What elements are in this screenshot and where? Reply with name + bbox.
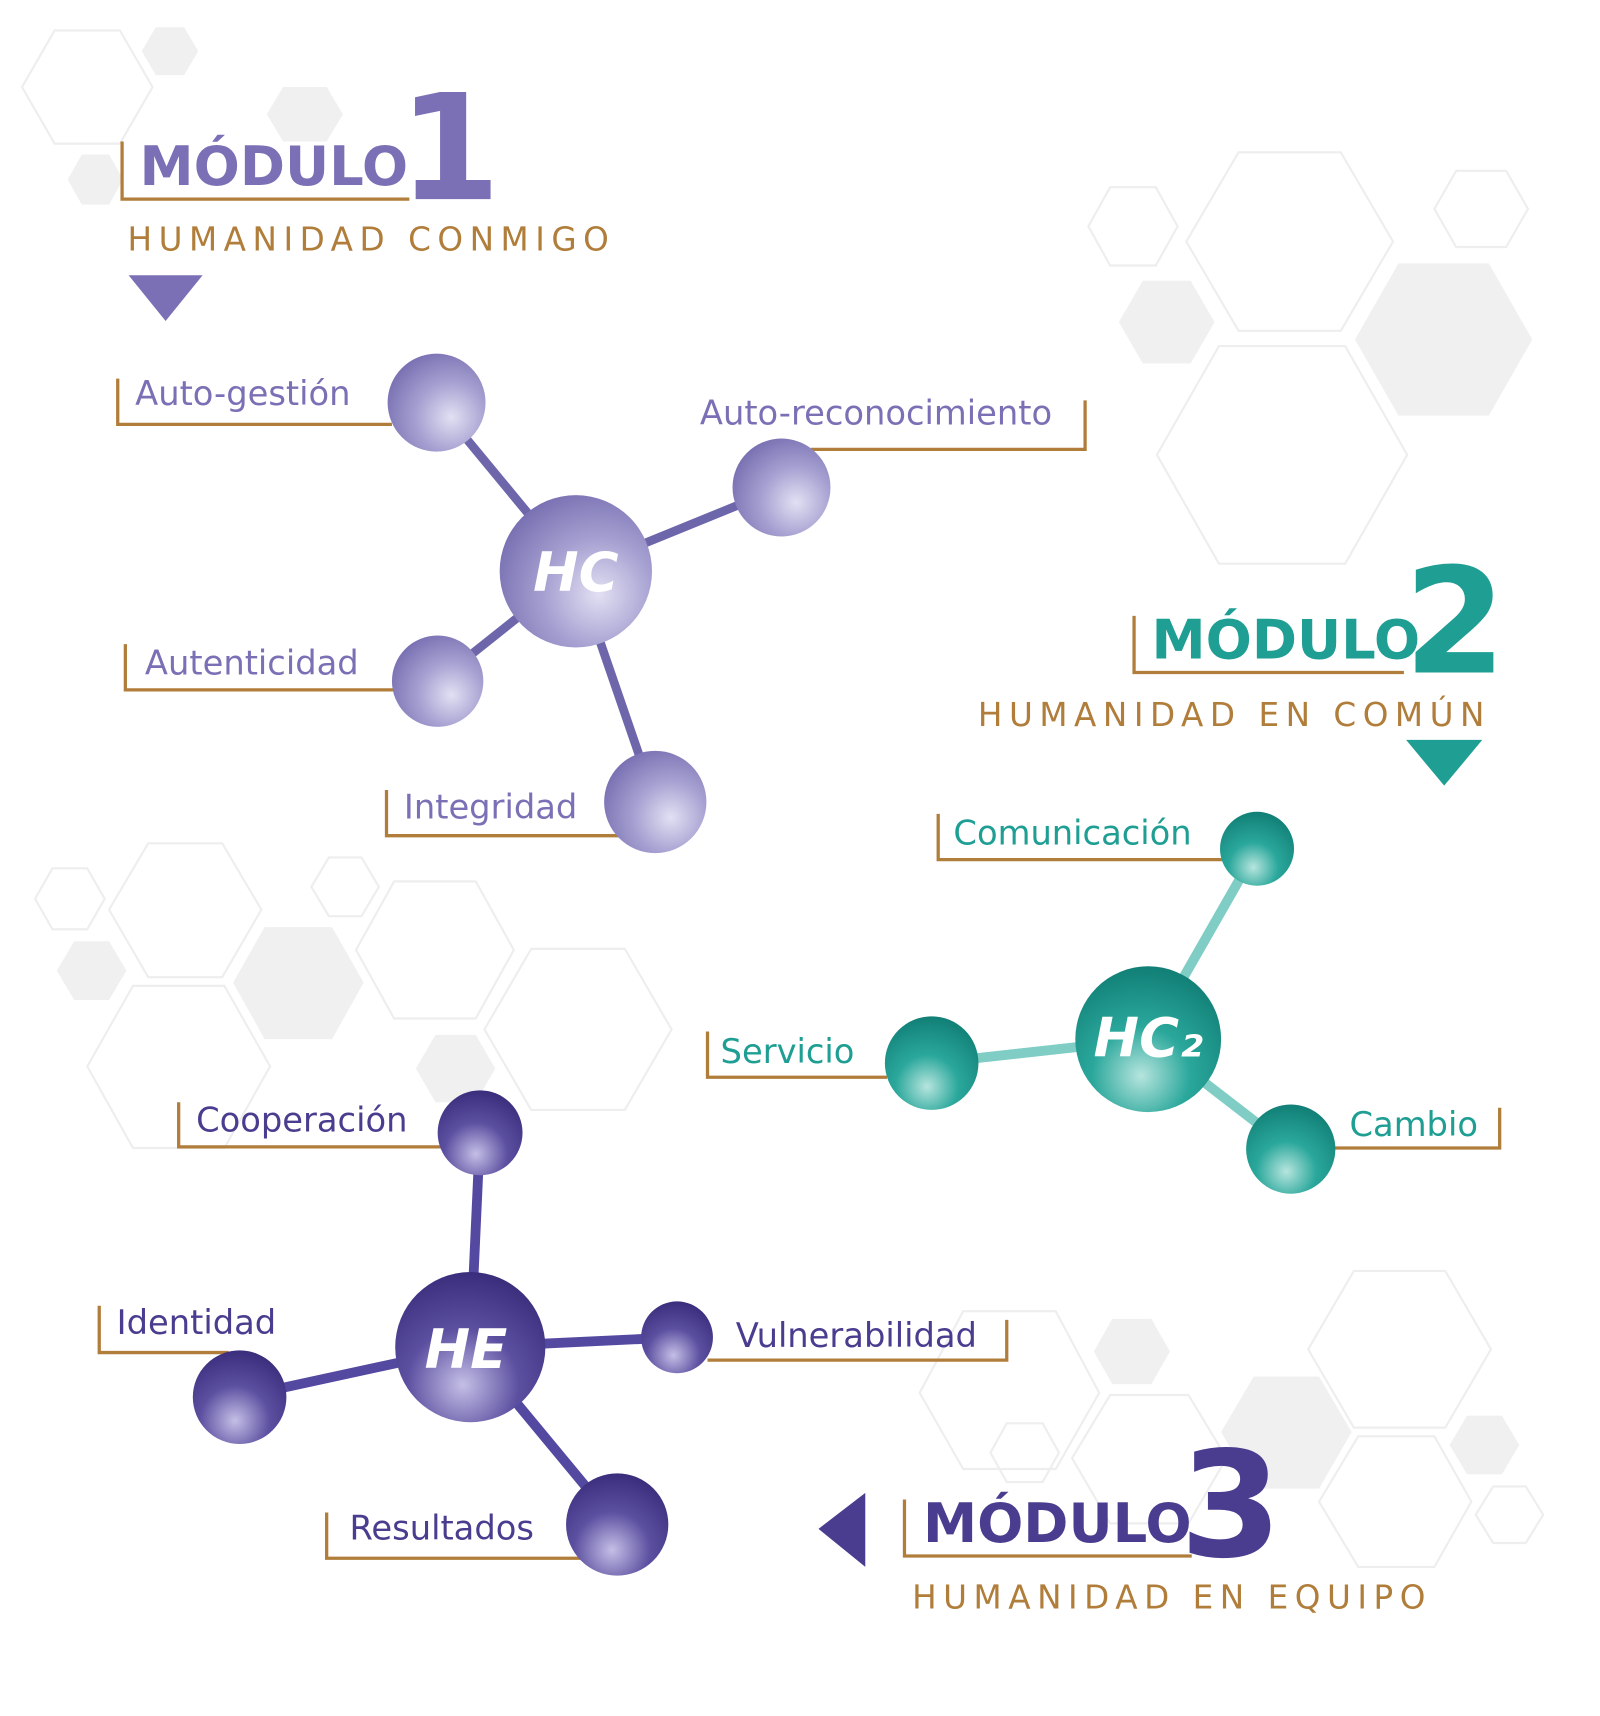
label-auto-gestion: Auto-gestión (135, 374, 350, 413)
module-2-subtitle: HUMANIDAD EN COMÚN (978, 695, 1491, 734)
triangle-left-icon (818, 1492, 866, 1567)
atom-core-hc2 (1075, 966, 1222, 1113)
background-hexagons (20, 27, 1545, 1569)
atom-servicio (884, 1016, 979, 1110)
label-vulnerabilidad: Vulnerabilidad (736, 1316, 977, 1355)
atom-vulnerabilidad (641, 1301, 713, 1374)
atom-autenticidad (391, 635, 484, 727)
module-3-subtitle: HUMANIDAD EN EQUIPO (912, 1578, 1432, 1616)
atom-identidad (192, 1350, 287, 1444)
atom-auto-gestion (387, 353, 486, 452)
label-servicio: Servicio (721, 1032, 855, 1071)
atom-auto-reconocimiento (732, 438, 831, 537)
label-cooperacion: Cooperación (196, 1101, 407, 1140)
module-3-number: 3 (1180, 1420, 1282, 1591)
module-2-title: MÓDULO (1151, 607, 1420, 671)
core-label-hc: HC (533, 541, 619, 604)
module-3-title: MÓDULO (923, 1491, 1192, 1555)
triangle-down-icon (128, 275, 203, 322)
atom-core-he (395, 1272, 546, 1423)
atom-core-hc (499, 495, 653, 648)
module-1-header: MÓDULO 1 HUMANIDAD CONMIGO (120, 63, 616, 322)
molecule-hc2: Comunicación Servicio Cambio HC₂ (705, 811, 1502, 1194)
atom-comunicacion (1220, 811, 1295, 886)
module-2-header: MÓDULO 2 HUMANIDAD EN COMÚN (978, 536, 1506, 786)
label-comunicacion: Comunicación (953, 813, 1191, 852)
label-cambio: Cambio (1350, 1105, 1478, 1144)
label-auto-reconocimiento: Auto-reconocimiento (700, 393, 1052, 432)
module-3-header: MÓDULO 3 HUMANIDAD EN EQUIPO (818, 1420, 1432, 1616)
module-1-number: 1 (398, 63, 500, 234)
molecule-hc: Auto-gestión Auto-reconocimiento Autenti… (116, 353, 1087, 854)
module-1-title: MÓDULO (139, 134, 408, 198)
label-integridad: Integridad (404, 787, 577, 826)
label-autenticidad: Autenticidad (145, 644, 359, 683)
atom-integridad (604, 750, 707, 854)
module-2-number: 2 (1404, 536, 1506, 707)
atom-cambio (1246, 1104, 1336, 1194)
label-identidad: Identidad (117, 1303, 277, 1342)
core-label-hc2: HC₂ (1094, 1007, 1203, 1070)
atom-cooperacion (437, 1090, 523, 1176)
module-1-subtitle: HUMANIDAD CONMIGO (128, 220, 616, 258)
atom-resultados (566, 1473, 669, 1576)
core-label-he: HE (425, 1318, 508, 1381)
triangle-down-icon (1406, 739, 1483, 786)
molecule-he: Cooperación Identidad Vulnerabilidad Res… (97, 1090, 1009, 1576)
label-resultados: Resultados (350, 1509, 534, 1548)
